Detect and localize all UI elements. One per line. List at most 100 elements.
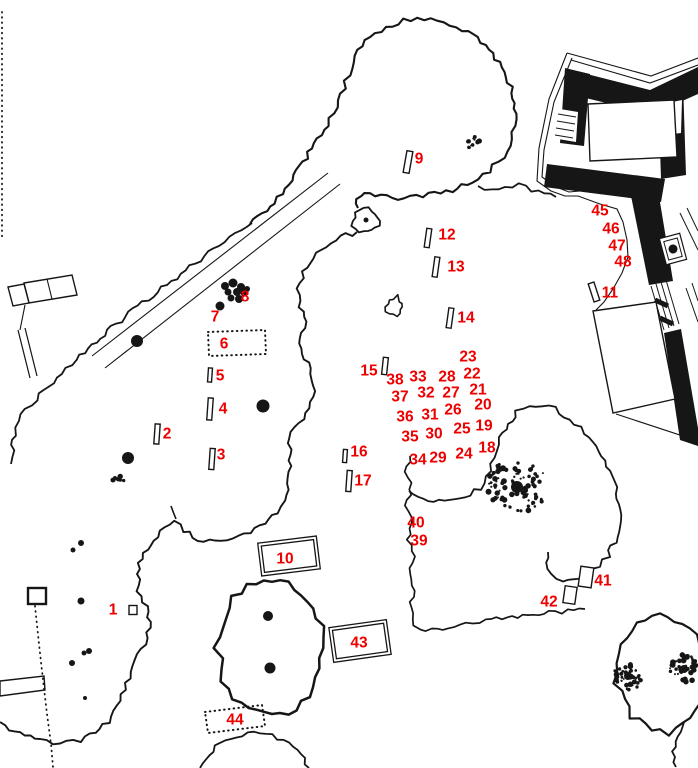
building-divider xyxy=(46,278,53,300)
stipple-dot xyxy=(531,503,534,506)
map-label-15: 15 xyxy=(360,363,378,380)
bench xyxy=(205,397,215,421)
stipple-dot xyxy=(636,675,640,679)
stipple-dot xyxy=(121,478,126,483)
stipple-dot xyxy=(620,675,624,679)
bench xyxy=(345,469,353,493)
stipple-dot xyxy=(690,657,694,660)
rampart-outline xyxy=(566,52,698,77)
hedge-line xyxy=(477,182,557,198)
bridge-tick xyxy=(653,297,670,309)
stipple-dot xyxy=(676,672,680,676)
stipple-dot xyxy=(527,474,531,479)
bench xyxy=(128,604,138,616)
stipple-dot xyxy=(525,483,531,489)
stipple-dot xyxy=(668,669,673,674)
stipple-dot xyxy=(634,676,638,680)
stipple-dot xyxy=(615,679,620,684)
map-label-47: 47 xyxy=(608,238,625,255)
stipple-dot xyxy=(674,667,678,671)
stipple-dot xyxy=(688,669,694,676)
tree-cluster-dot xyxy=(224,288,232,296)
stipple-dot xyxy=(537,479,542,484)
map-label-42: 42 xyxy=(540,594,557,611)
map-label-4: 4 xyxy=(219,401,228,418)
stipple-dot xyxy=(120,478,123,481)
map-label-16: 16 xyxy=(350,444,368,461)
tree-dot xyxy=(86,648,92,654)
map-label-25: 25 xyxy=(453,421,471,438)
bench-rect xyxy=(206,367,214,383)
stipple-dot xyxy=(628,676,633,680)
map-label-9: 9 xyxy=(415,151,424,168)
stipple-dot xyxy=(487,473,493,479)
stipple-dot xyxy=(525,507,532,514)
stipple-dot xyxy=(522,487,529,494)
stipple-dot xyxy=(631,683,634,687)
stipple-dot xyxy=(621,669,625,673)
hedge-ring xyxy=(212,578,326,716)
pavilion-inner xyxy=(260,538,318,574)
building xyxy=(592,301,676,414)
bench xyxy=(562,584,578,606)
pavilion-inner xyxy=(331,622,389,660)
stipple-dot xyxy=(677,658,682,664)
bench-rect xyxy=(577,565,595,589)
stipple-dot xyxy=(679,652,686,658)
hedge-line xyxy=(249,16,518,225)
stipple-dot xyxy=(502,485,508,491)
monuments xyxy=(26,149,601,664)
bench xyxy=(587,281,601,303)
map-label-34: 34 xyxy=(409,452,427,469)
stipple-dot xyxy=(489,481,493,485)
map-label-41: 41 xyxy=(594,573,612,590)
bench xyxy=(153,423,161,445)
map-label-20: 20 xyxy=(474,397,491,414)
map-label-48: 48 xyxy=(614,254,632,271)
bench-rect xyxy=(208,447,216,471)
bench-rect xyxy=(431,255,441,279)
map-label-5: 5 xyxy=(216,368,225,385)
tower xyxy=(658,232,688,266)
dotted-bed xyxy=(206,328,268,358)
bench xyxy=(402,149,414,175)
dotted-features xyxy=(1,11,268,768)
map-label-8: 8 xyxy=(241,289,250,306)
stipple-dot xyxy=(516,472,520,475)
stipple-dot xyxy=(527,499,530,502)
map-label-31: 31 xyxy=(421,407,439,424)
stipple-dot xyxy=(514,491,520,497)
map-label-21: 21 xyxy=(469,382,487,399)
map-label-22: 22 xyxy=(463,366,480,383)
stipple-dot xyxy=(493,485,497,489)
map-label-7: 7 xyxy=(211,309,220,326)
stipple-dot xyxy=(514,484,519,489)
map-label-35: 35 xyxy=(401,429,419,446)
map-label-13: 13 xyxy=(447,259,465,276)
map-label-32: 32 xyxy=(417,385,434,402)
stipple-dot xyxy=(497,477,500,480)
bench xyxy=(431,255,441,279)
number-labels: 1234567891011121314151617181920212223242… xyxy=(109,151,632,729)
tree-dot xyxy=(263,611,273,621)
stipple-dot xyxy=(541,472,544,475)
stipple-dot xyxy=(466,139,470,144)
stipple-dot xyxy=(512,466,518,472)
stipple-dot xyxy=(510,479,514,483)
stipple-dot xyxy=(689,677,695,684)
stipple-dot xyxy=(635,685,639,689)
tree-cluster-dot xyxy=(228,278,238,288)
stipple-dot xyxy=(503,503,507,508)
path-line xyxy=(17,329,31,379)
path-line xyxy=(679,212,698,251)
gate-post xyxy=(26,586,48,606)
stipple-dot xyxy=(526,493,529,496)
map-label-33: 33 xyxy=(409,369,427,386)
stipple-dot xyxy=(503,467,509,473)
stipple-dot xyxy=(530,479,535,484)
building xyxy=(587,99,678,162)
stipple-dot xyxy=(631,679,637,685)
tree-dot xyxy=(77,597,85,605)
stipple-dot xyxy=(629,668,633,673)
stipple-dot xyxy=(472,137,475,140)
